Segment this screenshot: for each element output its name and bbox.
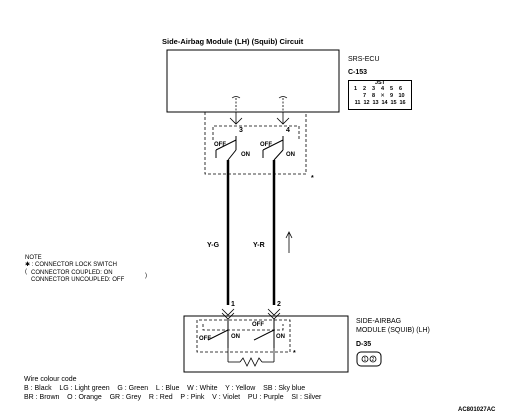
- pin-cell: 1: [353, 86, 358, 92]
- switch-on-label: ON: [276, 334, 285, 340]
- lock-switch-asterisk: *: [293, 350, 296, 357]
- note-paren-close: ): [145, 273, 147, 279]
- pin-cell: 8: [371, 93, 376, 99]
- pin-cell: 5: [389, 86, 394, 92]
- ecu-pin-right: 4: [286, 127, 290, 134]
- ecu-pin-left: 3: [239, 127, 243, 134]
- pin-cell: 11: [354, 100, 361, 106]
- pin-cell: 4: [380, 86, 385, 92]
- switch-on-label: ON: [231, 334, 240, 340]
- diagram-title: Side-Airbag Module (LH) (Squib) Circuit: [162, 37, 304, 46]
- pin-cell: 10: [398, 93, 405, 99]
- lock-switch-asterisk: *: [311, 175, 314, 182]
- note-line1: ✱ : CONNECTOR LOCK SWITCH: [25, 262, 117, 268]
- note-line2: CONNECTOR COUPLED: ON: [31, 270, 113, 276]
- note-line3: CONNECTOR UNCOUPLED: OFF: [31, 277, 125, 283]
- wire-colour-code-heading: Wire colour code: [24, 376, 77, 383]
- wire-right-color: Y-R: [253, 242, 265, 249]
- switch-off-label: OFF: [252, 322, 264, 328]
- pin-cell: 13: [372, 100, 379, 106]
- pin-cell: 15: [390, 100, 397, 106]
- pin-cell: 6: [398, 86, 403, 92]
- ecu-connector-outline: [204, 112, 307, 175]
- wire-colour-code-line2: BR : Brown O : Orange GR : Grey R : Red …: [24, 394, 322, 401]
- note-paren-open: (: [25, 269, 27, 275]
- pin-cell: 9: [389, 93, 394, 99]
- switch-on-label: ON: [241, 152, 250, 158]
- wire-colour-code-line1: B : Black LG : Light green G : Green L :…: [24, 385, 306, 392]
- switch-off-label: OFF: [199, 336, 211, 342]
- pin-cell: 2: [362, 86, 367, 92]
- switch-off-label: OFF: [260, 142, 272, 148]
- srs-ecu-connector-face: JST 1 2 3 4 5 6 7 8 ✕ 9 10 11 12 13 14 1…: [348, 80, 412, 110]
- pin-cell: 14: [381, 100, 388, 106]
- wire-left-color: Y-G: [207, 242, 220, 249]
- airbag-module-box: [183, 315, 349, 373]
- module-pin-left: 1: [231, 301, 235, 308]
- pin-cell: 3: [371, 86, 376, 92]
- svg-text:1: 1: [364, 357, 367, 363]
- module-connector-id: D-35: [356, 341, 372, 348]
- figure-code: AC801027AC: [458, 407, 496, 413]
- pin-cell: 12: [363, 100, 370, 106]
- pin-cell: 16: [399, 100, 406, 106]
- srs-ecu-label: SRS-ECU: [348, 56, 380, 63]
- module-connector-face-icon: 1 2: [356, 351, 382, 367]
- srs-ecu-box: [166, 49, 340, 113]
- svg-text:2: 2: [372, 357, 375, 363]
- pin-cell: 7: [362, 93, 367, 99]
- connector-header: JST: [374, 80, 386, 86]
- module-label-line2: MODULE (SQUIB) (LH): [356, 327, 430, 334]
- srs-ecu-connector-id: C-153: [348, 69, 368, 76]
- pin-blocked-x: ✕: [380, 93, 385, 99]
- note-heading: NOTE: [25, 255, 42, 261]
- switch-off-label: OFF: [214, 142, 226, 148]
- module-pin-right: 2: [277, 301, 281, 308]
- switch-on-label: ON: [286, 152, 295, 158]
- module-label-line1: SIDE-AIRBAG: [356, 318, 402, 325]
